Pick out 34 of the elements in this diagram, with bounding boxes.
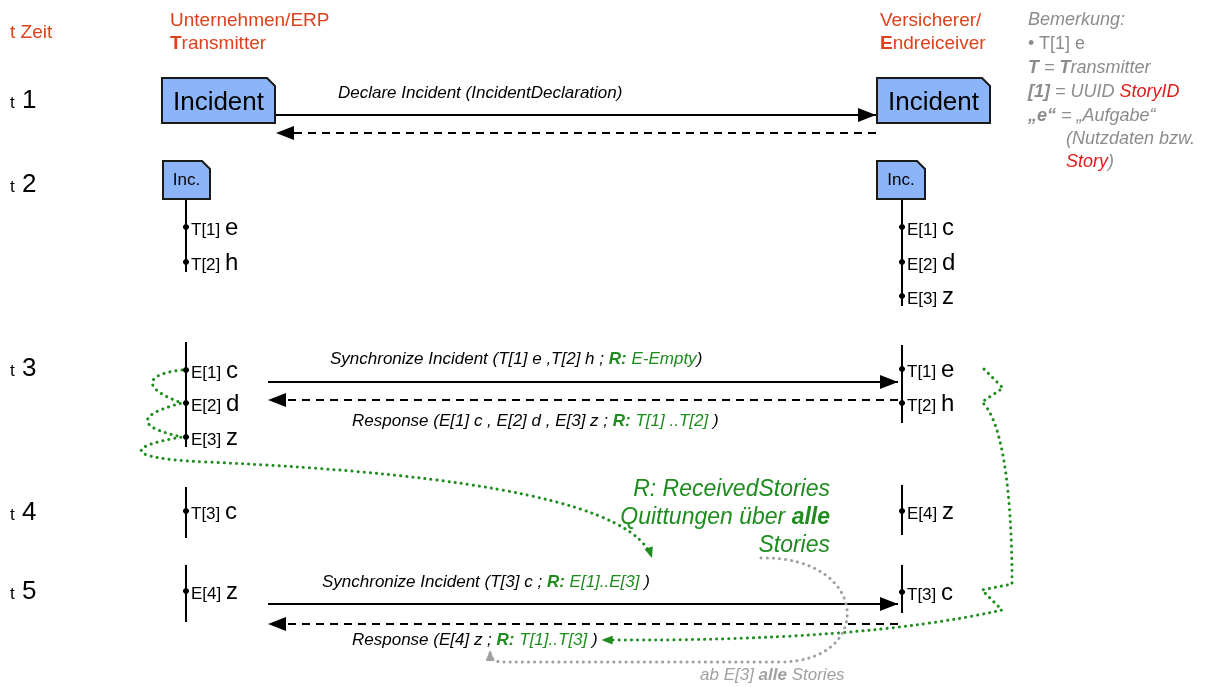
edge-label: ab E[3] alle Stories [700, 665, 845, 685]
document-box [162, 160, 211, 200]
note-text: [1] = UUID StoryID [1028, 80, 1180, 103]
dashed-arrow [267, 617, 899, 631]
arrow [267, 375, 899, 389]
arrow [267, 597, 899, 611]
box-label: Inc. [171, 170, 202, 190]
connector-line [185, 199, 187, 207]
box-label: Incident [886, 85, 981, 116]
note-text: „e“ = „Aufgabe“ (Nutzdaten bzw. Story) [1028, 104, 1197, 173]
edge-label: Synchronize Incident (T[1] e ,T[2] h ; R: E-Empty) [330, 349, 703, 369]
arrow [275, 108, 877, 122]
note-text: T = Transmitter [1028, 56, 1151, 79]
column-header: Unternehmen/ERP Transmitter [170, 8, 331, 54]
time-label: t Zeit [10, 20, 53, 43]
document-box [161, 77, 276, 124]
dotted-arrow [600, 367, 1014, 645]
box-label: Incident [171, 85, 266, 116]
connector-line [901, 199, 903, 207]
edge-label: Declare Incident (IncidentDeclaration) [338, 83, 623, 103]
dotted-arrow [139, 368, 654, 560]
note-text: • T[1] e [1028, 32, 1085, 55]
note-text: Bemerkung: [1028, 8, 1126, 31]
document-box [876, 160, 926, 200]
edge-label: Synchronize Incident (T[3] c ; R: E[1]..E[3] ) [322, 572, 650, 592]
box-label: Inc. [886, 170, 916, 190]
message-label: Response (E[4] z ; R: T[1]..T[3] ) [352, 630, 598, 650]
edge-label: Response (E[1] c , E[2] d , E[3] z ; R: T[1] ..T[2] ) [352, 411, 719, 431]
dotted-arrow [486, 556, 849, 664]
annotation-text: R: ReceivedStories Quittungen über alle Stories [586, 474, 830, 558]
dashed-arrow [275, 126, 877, 140]
column-header: Versicherer/ Endreiceiver [880, 8, 987, 54]
dashed-arrow [267, 393, 899, 407]
document-box [876, 77, 991, 124]
